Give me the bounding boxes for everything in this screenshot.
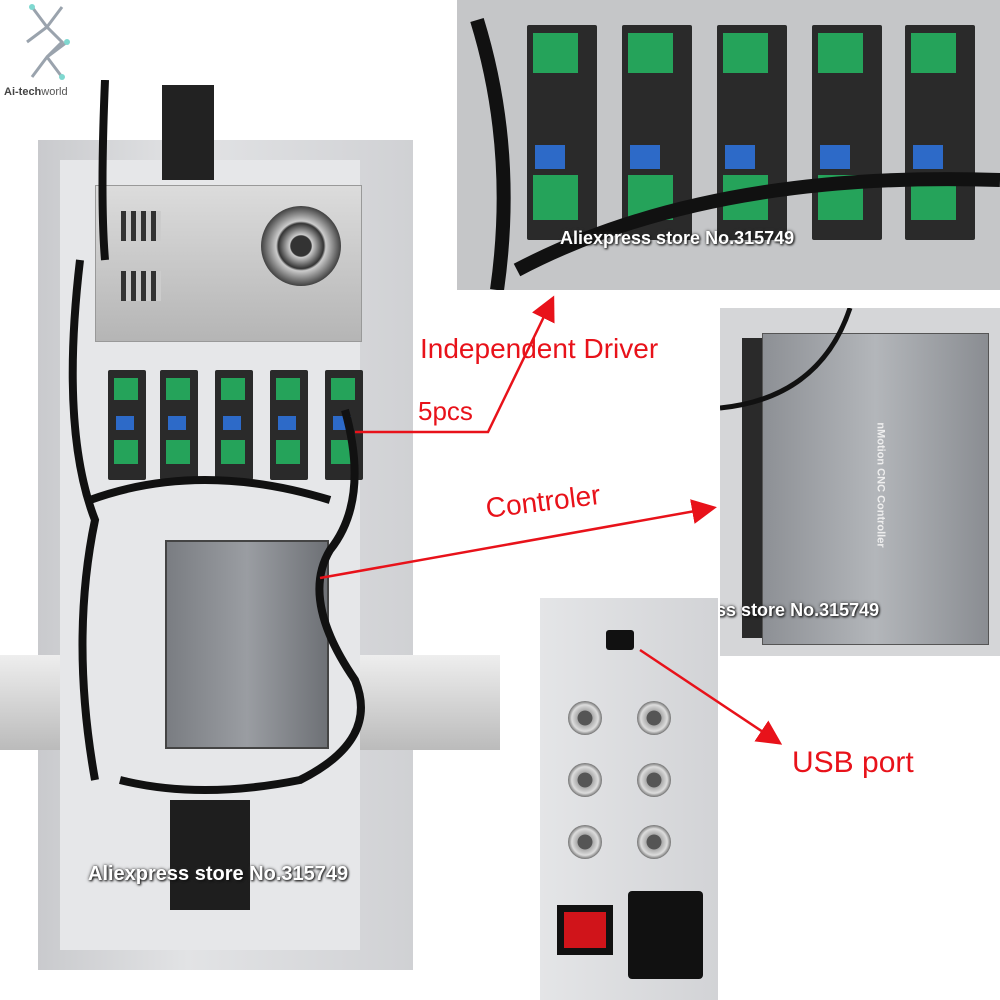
power-switch bbox=[557, 905, 613, 955]
rear-ports-photo bbox=[540, 598, 718, 1000]
drivers-closeup-photo: Aliexpress store No.315749 bbox=[457, 0, 1000, 290]
stepper-motor-bottom bbox=[170, 800, 250, 910]
stepper-motor-top bbox=[162, 85, 214, 180]
usb-port-label: USB port bbox=[792, 746, 914, 779]
logo: Ai-techworld bbox=[0, 0, 110, 105]
controller-label: Controler bbox=[484, 478, 603, 524]
independent-driver-label: Independent Driver bbox=[420, 333, 659, 364]
power-supply bbox=[95, 185, 362, 342]
driver-count-label: 5pcs bbox=[418, 396, 473, 426]
power-socket bbox=[628, 891, 703, 979]
watermark-main: Aliexpress store No.315749 bbox=[88, 863, 349, 885]
controller-closeup-photo: nMotion CNC Controller Aliexpress store … bbox=[720, 308, 1000, 656]
watermark-controller: Aliexpress store No.315749 bbox=[720, 600, 880, 620]
machine-back-photo: Aliexpress store No.315749 bbox=[0, 80, 500, 980]
logo-text: Ai-techworld bbox=[4, 86, 68, 98]
usb-connector bbox=[606, 630, 634, 650]
cable-loom bbox=[68, 80, 365, 794]
circuit-logo-icon bbox=[26, 4, 70, 80]
watermark-drivers: Aliexpress store No.315749 bbox=[560, 228, 795, 248]
controller-board bbox=[165, 540, 329, 749]
